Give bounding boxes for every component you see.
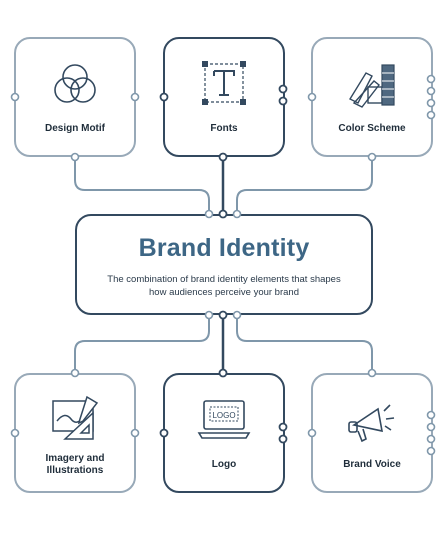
element-label: Fonts [210,123,238,134]
element-card-color-scheme: Color Scheme [311,37,433,157]
element-card-brand-voice: Brand Voice [311,373,433,493]
hub-title: Brand Identity [138,234,310,262]
element-label: Design Motif [45,123,105,134]
element-label: Brand Voice [343,459,401,470]
megaphone-icon [348,404,395,443]
element-card-logo: LOGO Logo [163,373,285,493]
color-swatches-icon [349,64,395,108]
drafting-tools-icon [52,395,99,440]
element-label: Logo [211,459,237,470]
overlapping-circles-icon [54,64,96,103]
element-label: Imagery and Illustrations [45,453,105,476]
brand-identity-hub: Brand Identity The combination of brand … [75,214,373,315]
hub-description: The combination of brand identity elemen… [107,274,341,298]
element-label: Color Scheme [338,123,406,134]
laptop-logo-icon: LOGO [197,400,251,439]
type-t-icon [202,61,246,105]
svg-text:LOGO: LOGO [212,411,235,420]
